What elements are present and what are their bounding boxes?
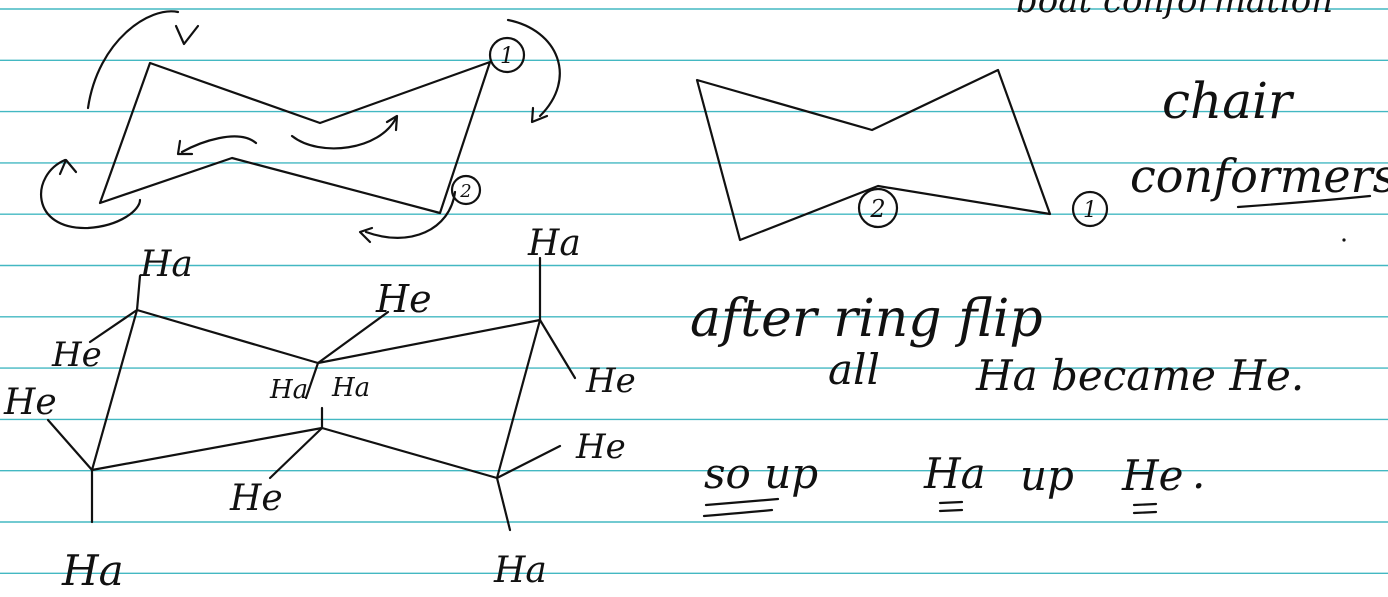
svg-text:2: 2	[459, 181, 471, 202]
label-ha-bottom-left: Ha	[61, 546, 124, 595]
label-ha-middle-left: Ha	[269, 375, 308, 405]
header-title-fragment: boat conformation	[1016, 0, 1333, 21]
underline-so-1	[704, 497, 780, 507]
circled-number-1-right: 1	[1071, 190, 1109, 228]
curved-arrows	[40, 10, 561, 244]
conformers-underline	[1236, 194, 1372, 209]
chair-skeleton	[90, 308, 542, 480]
note-line-2-rest: Ha became He.	[975, 351, 1304, 400]
chair-heading: chair	[1162, 72, 1295, 130]
ruled-lines	[0, 8, 1388, 574]
label-ha-top-left: Ha	[139, 244, 193, 285]
note-line-3-up: up	[1020, 451, 1074, 500]
label-ha-bottom-right: Ha	[493, 550, 547, 591]
underline-he-2	[1132, 510, 1158, 515]
chair-flip-diagram: 1 2	[40, 10, 561, 244]
circled-number-2-right: 2	[857, 187, 899, 229]
underline-he-1	[1132, 502, 1158, 507]
svg-text:1: 1	[500, 44, 514, 69]
label-he-left-upper: He	[51, 335, 102, 375]
circled-number-2: 2	[450, 174, 482, 206]
label-he-right-lower: He	[575, 427, 626, 467]
flipped-chair-diagram: 2 1	[695, 68, 1109, 242]
label-he-far-left: He	[3, 382, 57, 423]
label-ha-top-right: Ha	[527, 223, 581, 264]
svg-text:2: 2	[869, 195, 885, 223]
underline-so-2	[702, 508, 774, 518]
note-line-3-ha: Ha	[923, 449, 986, 498]
flipped-chair-outline	[695, 68, 1052, 242]
underline-ha-1	[938, 500, 964, 505]
note-line-1: after ring flip	[690, 289, 1043, 349]
underline-ha-2	[938, 508, 964, 513]
label-ha-middle-right: Ha	[331, 373, 370, 403]
note-line-2-all: all	[828, 345, 880, 394]
note-line-3-he: He	[1121, 451, 1183, 500]
conformers-heading: conformers	[1130, 149, 1388, 203]
chair-with-hydrogens: Ha He He Ha Ha Ha He He He He Ha Ha	[3, 223, 636, 595]
chair-ring-outline	[98, 60, 492, 215]
label-he-right-upper: He	[585, 361, 636, 401]
note-line-3-period: .	[1192, 449, 1205, 498]
label-he-middle-top: He	[375, 277, 432, 321]
axial-equatorial-bonds	[46, 256, 577, 532]
circled-number-1: 1	[488, 36, 526, 74]
svg-text:1: 1	[1083, 198, 1097, 223]
note-line-3-so-up: so up	[704, 449, 818, 498]
handwritten-notes: after ring flip all Ha became He. so up …	[690, 289, 1304, 518]
label-he-bottom-middle: He	[229, 478, 283, 519]
